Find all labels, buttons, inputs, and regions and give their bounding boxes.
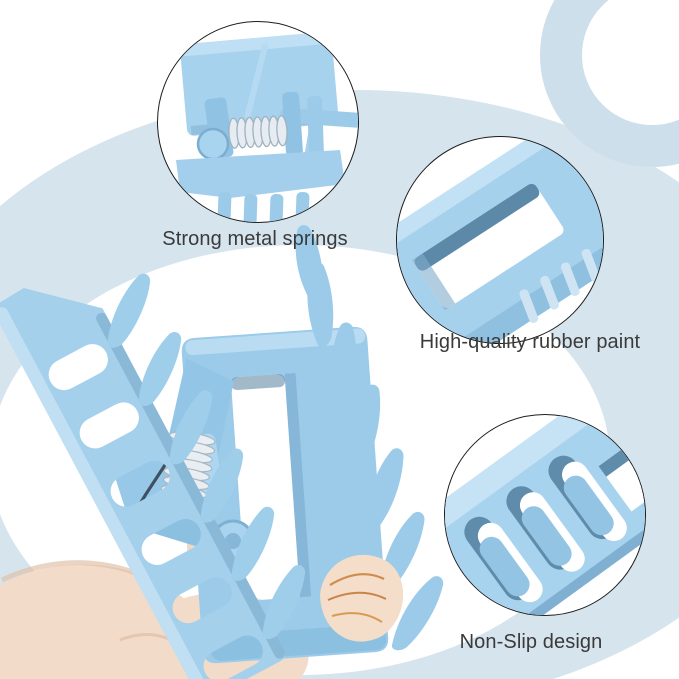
callout-label-paint: High-quality rubber paint (419, 331, 641, 353)
rubber-paint-detail-photo (397, 137, 603, 343)
callout-circle-grip (444, 414, 646, 616)
horizontal-coil (228, 115, 288, 149)
grip-slot-holes (464, 455, 627, 603)
callout-label-springs: Strong metal springs (162, 228, 348, 250)
callout-circle-paint (396, 136, 604, 344)
comb-claw-teeth (107, 273, 306, 640)
clip-comb-arm (0, 273, 306, 679)
top-right-ring-decoration (540, 0, 679, 167)
spring-detail-photo (176, 31, 358, 222)
fingertip-with-hair (320, 554, 404, 642)
non-slip-detail-photo (445, 415, 645, 615)
callout-label-grip: Non-Slip design (459, 631, 603, 653)
callout-circle-springs (157, 21, 359, 223)
